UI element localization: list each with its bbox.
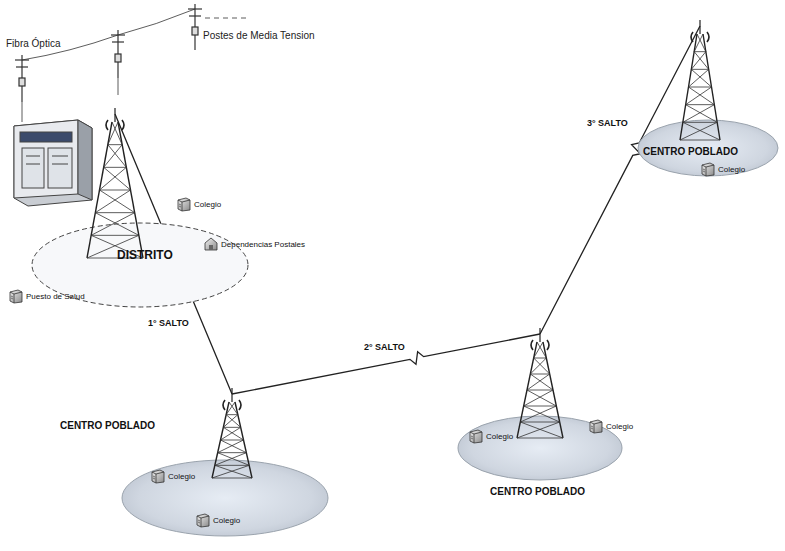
facility-icon: Colegio <box>176 196 221 212</box>
facility-label: Colegio <box>213 516 240 525</box>
coverage-area: CENTRO POBLADO Colegio <box>630 30 780 185</box>
radio-link <box>232 334 540 394</box>
hop-label: 3° SALTO <box>585 118 630 128</box>
facility-label: Colegio <box>486 432 513 441</box>
building-icon <box>468 428 484 444</box>
hop-label: 2° SALTO <box>362 342 407 352</box>
antenna-tower <box>212 388 252 478</box>
area-outline <box>25 118 255 318</box>
facility-icon: Colegio <box>700 161 745 177</box>
caption-label: Fibra Óptica <box>6 38 60 49</box>
facility-label: Dependencias Postales <box>221 240 305 249</box>
power-poles <box>15 4 250 122</box>
caption-label: Postes de Media Tension <box>203 30 315 41</box>
hop-label: 1° SALTO <box>146 318 191 328</box>
building-icon <box>195 512 211 528</box>
area-outline <box>630 30 780 185</box>
facility-label: Puesto de Salud <box>26 292 85 301</box>
area-label: CENTRO POBLADO <box>643 146 738 157</box>
building-icon <box>700 161 716 177</box>
radio-link <box>540 26 700 334</box>
facility-icon: Colegio <box>150 468 195 484</box>
building-icon <box>150 468 166 484</box>
building-icon <box>176 196 192 212</box>
coverage-area: DISTRITOColegioDependencias PostalesPues… <box>25 118 255 318</box>
area-label: CENTRO POBLADO <box>60 420 155 431</box>
coverage-area: CENTRO POBLADOColegioColegio <box>120 398 335 546</box>
facility-icon: Colegio <box>468 428 513 444</box>
equipment-cabinet <box>14 120 92 206</box>
facility-label: Colegio <box>168 472 195 481</box>
building-icon <box>8 288 24 304</box>
coverage-area: CENTRO POBLADOColegioColegio <box>455 338 625 503</box>
facility-icon: Colegio <box>195 512 240 528</box>
facility-icon: Dependencias Postales <box>203 236 305 252</box>
building-icon <box>203 236 219 252</box>
facility-label: Colegio <box>606 422 633 431</box>
antenna-tower <box>517 328 563 438</box>
facility-icon: Puesto de Salud <box>8 288 85 304</box>
antenna-tower <box>87 108 143 258</box>
facility-icon: Colegio <box>588 418 633 434</box>
facility-label: Colegio <box>194 200 221 209</box>
antenna-tower <box>680 20 720 140</box>
building-icon <box>588 418 604 434</box>
facility-label: Colegio <box>718 165 745 174</box>
area-label: CENTRO POBLADO <box>490 486 585 497</box>
area-label: DISTRITO <box>117 248 173 262</box>
